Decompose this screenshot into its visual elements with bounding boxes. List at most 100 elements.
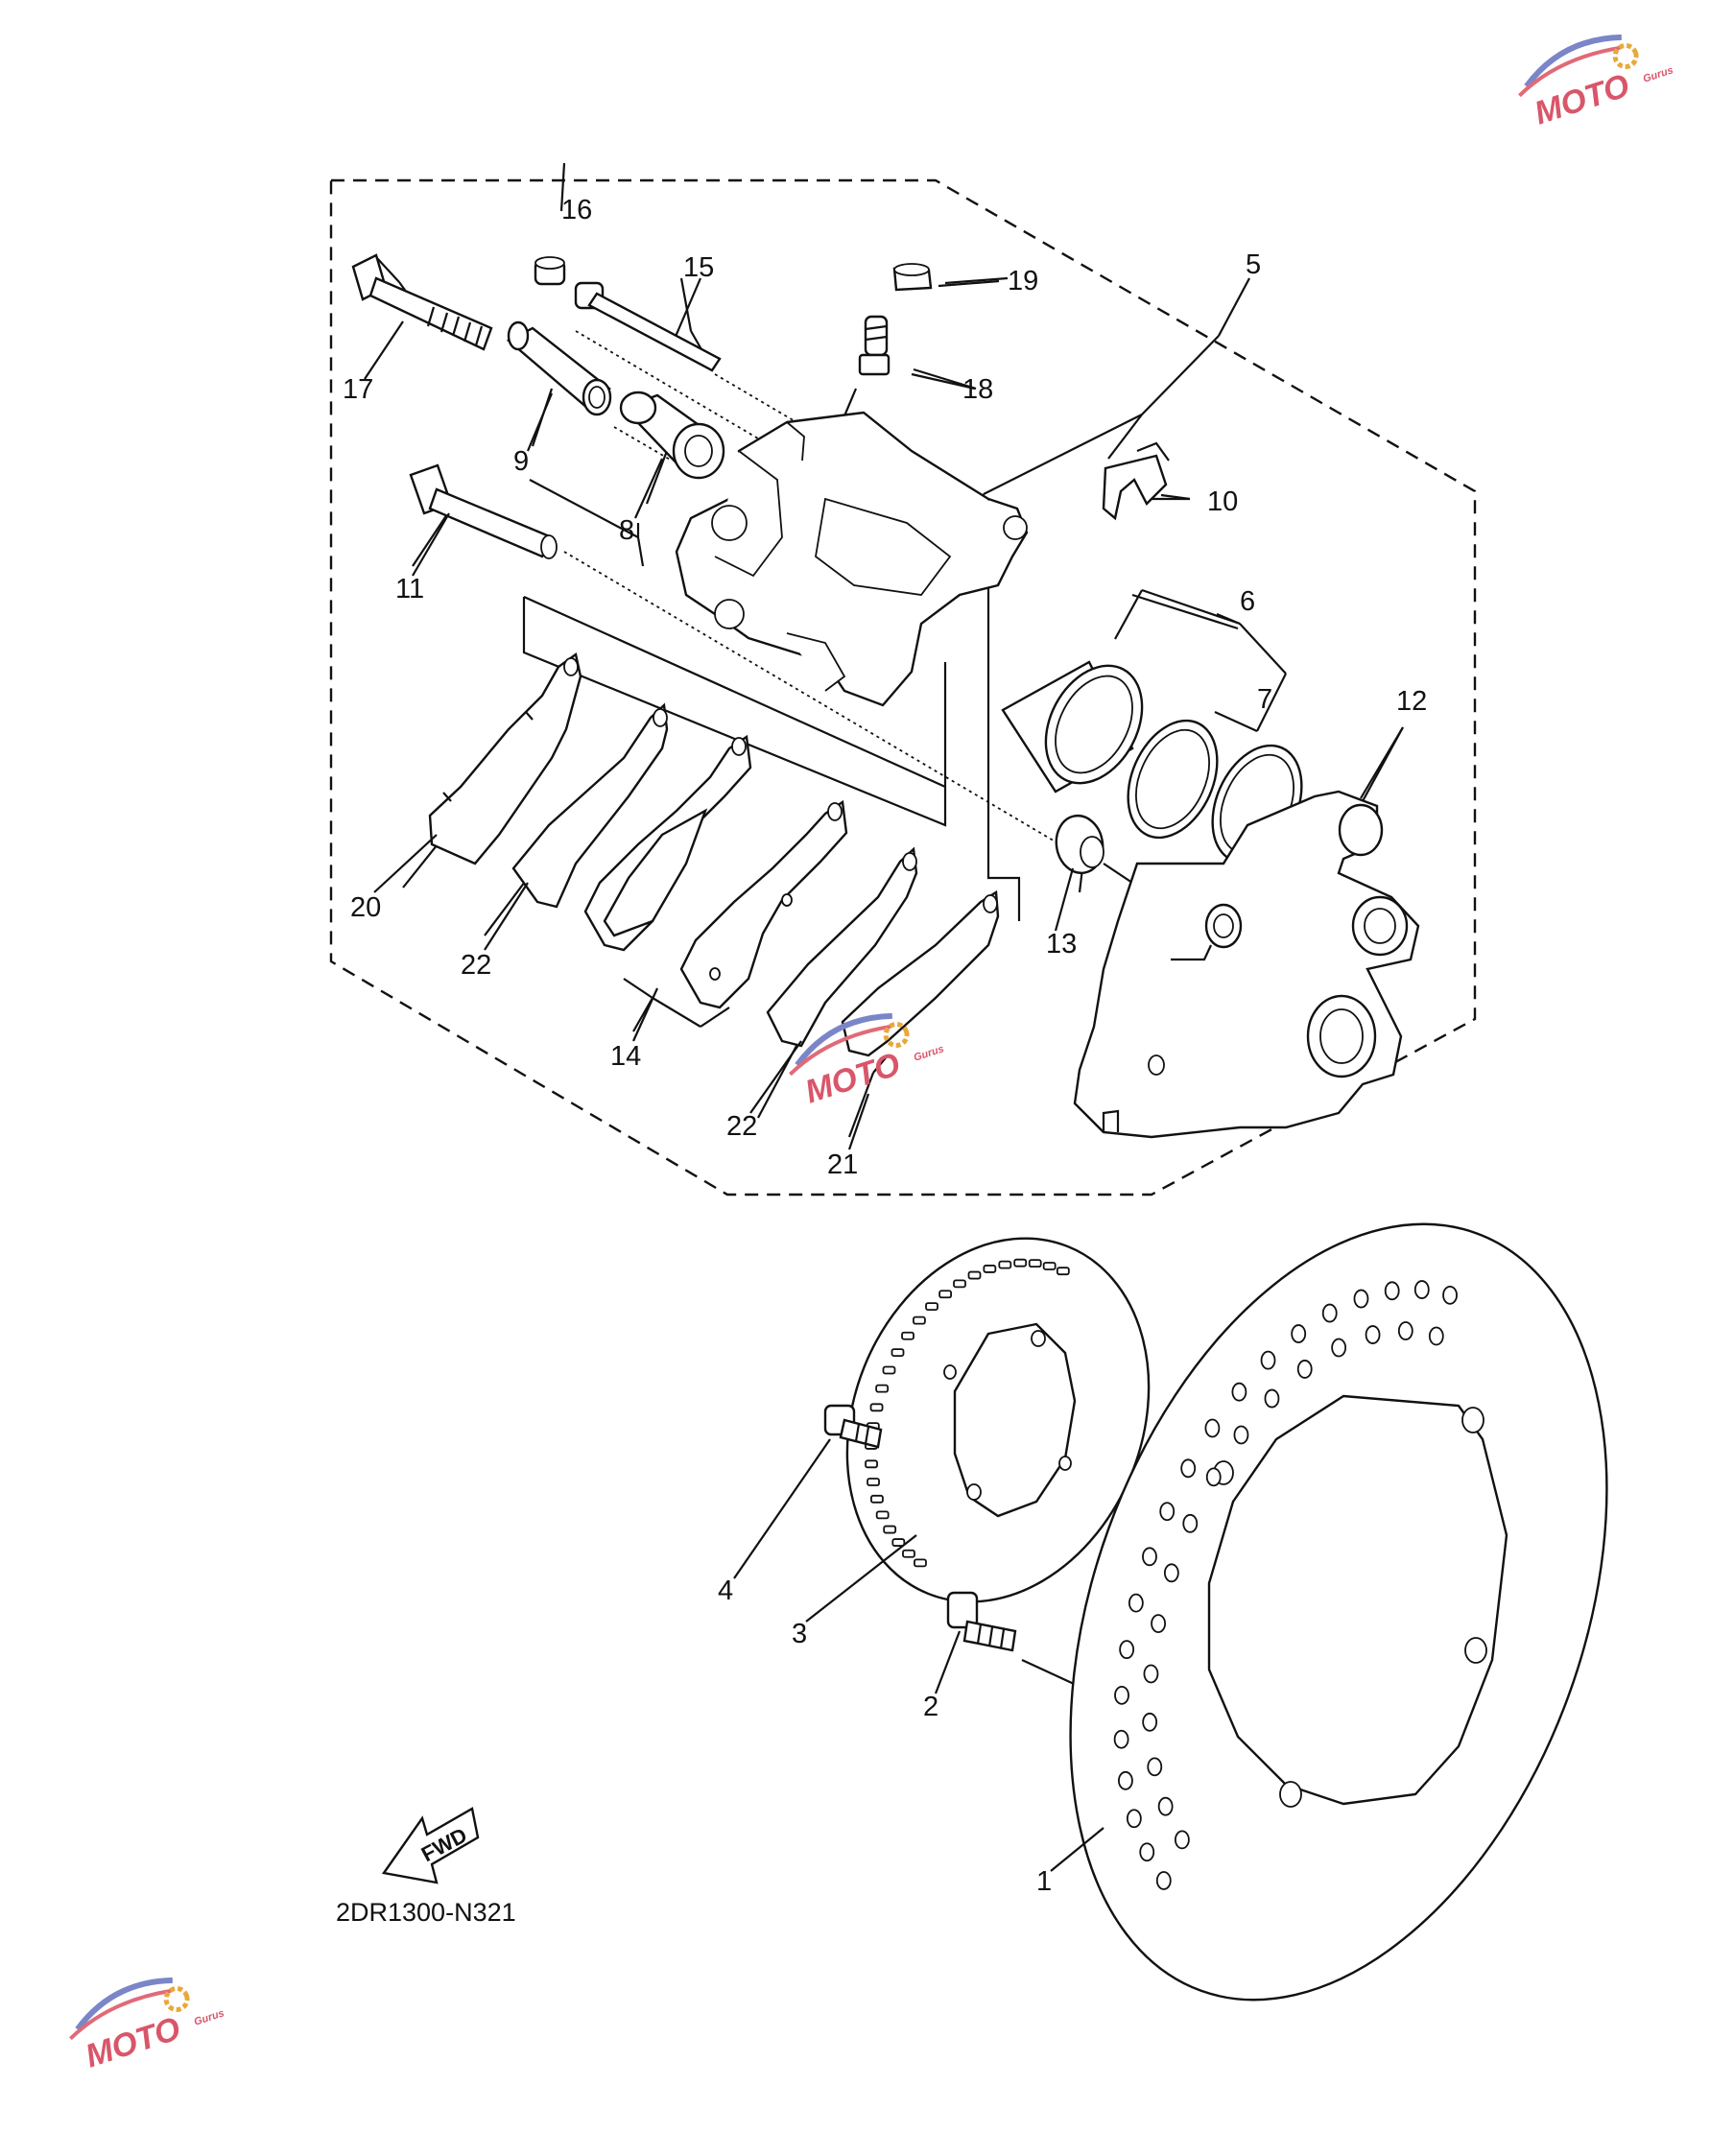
callout-14: 14 (610, 1041, 641, 1072)
part-3-sensor-rotor (845, 1237, 1151, 1603)
caliper-body (675, 411, 1029, 707)
sensor-slot (891, 1538, 906, 1547)
sensor-slot (1056, 1267, 1070, 1276)
sensor-slot (925, 1302, 938, 1311)
sensor-slot (914, 1558, 927, 1568)
callout-13: 13 (1046, 929, 1077, 960)
callout-labels: 16 15 19 5 17 18 9 10 8 11 6 7 12 20 13 … (343, 195, 1427, 1897)
part-15-pin (574, 281, 722, 372)
disc-drill-hole (1174, 1830, 1190, 1850)
disc-drill-hole (1119, 1640, 1135, 1660)
part-1-brake-disc (1069, 1222, 1608, 2002)
gear-icon (163, 1985, 190, 2012)
sensor-slot (967, 1270, 982, 1280)
sensor-slot (998, 1260, 1012, 1269)
disc-drill-hole (1397, 1321, 1413, 1340)
watermark-sub: Gurus (193, 2007, 226, 2027)
disc-drill-hole (1143, 1664, 1159, 1684)
car-swoosh-icon (75, 1977, 173, 2031)
gear-icon (1612, 42, 1639, 69)
part-11-slide-pin (409, 463, 558, 559)
part-10-clip (1102, 441, 1170, 521)
disc-drill-hole (1413, 1280, 1430, 1299)
sensor-slot (875, 1384, 890, 1393)
part-8-bushing (619, 391, 725, 480)
disc-drill-hole (1163, 1563, 1179, 1583)
disc-drill-hole (1264, 1388, 1280, 1409)
callout-16: 16 (561, 195, 592, 225)
disc-drill-hole (1155, 1871, 1172, 1890)
callout-19: 19 (1008, 266, 1038, 296)
car-swoosh-icon (1524, 34, 1622, 88)
callout-20: 20 (350, 892, 381, 923)
disc-drill-hole (1384, 1281, 1400, 1301)
disc-drill-hole (1353, 1289, 1369, 1309)
disc-drill-hole (1205, 1467, 1222, 1487)
callout-1: 1 (1036, 1866, 1052, 1897)
disc-drill-hole (1365, 1325, 1381, 1344)
disc-drill-hole (1159, 1502, 1176, 1522)
callout-12: 12 (1396, 686, 1427, 717)
part-20-shim (428, 652, 582, 865)
disc-drill-hole (1291, 1324, 1307, 1343)
disc-drill-hole (1114, 1685, 1129, 1705)
disc-drill-hole (1182, 1513, 1199, 1533)
part-2-screw (946, 1591, 1017, 1652)
sensor-slot (867, 1478, 880, 1486)
callout-22-left: 22 (461, 950, 491, 981)
sensor-slot (865, 1459, 878, 1469)
disc-drill-hole (1442, 1285, 1458, 1305)
gear-icon (883, 1021, 910, 1048)
disc-drill-hole (1147, 1757, 1163, 1777)
sensor-slot (883, 1525, 897, 1534)
disc-drill-hole (1204, 1418, 1221, 1438)
callout-leaders (364, 320, 1104, 1872)
callout-6: 6 (1240, 586, 1255, 617)
part-22-shim-right (766, 846, 918, 1048)
callout-7: 7 (1257, 684, 1272, 715)
disc-drill-hole (1180, 1458, 1197, 1479)
callout-11: 11 (395, 574, 424, 604)
disc-drill-hole (1296, 1360, 1313, 1379)
sensor-rotor-slots (865, 1258, 1070, 1568)
part-17-bolt (351, 253, 493, 351)
part-13-boot (1055, 814, 1104, 875)
sensor-slot (938, 1290, 953, 1299)
watermark-sub: Gurus (1642, 64, 1675, 84)
sensor-slot (902, 1549, 915, 1558)
part-12-bracket (1073, 790, 1420, 1139)
disc-drill-hole (1331, 1338, 1347, 1358)
part-19-cap (892, 263, 933, 292)
disc-drill-hole (1151, 1614, 1166, 1633)
sensor-slot (882, 1365, 896, 1375)
callout-8: 8 (619, 515, 634, 546)
part-6-piston (1001, 660, 1144, 794)
fwd-arrow-icon: FWD (381, 1807, 480, 1884)
diagram-code: 2DR1300-N321 (336, 1898, 516, 1927)
callout-3: 3 (792, 1619, 807, 1649)
part-4-screw (823, 1404, 883, 1449)
watermark-top-right: MOTO Gurus (1518, 34, 1675, 132)
part-16-cap (534, 256, 566, 286)
car-swoosh-icon (795, 1012, 892, 1067)
disc-drill-hole (1128, 1593, 1144, 1613)
disc-drill-hole (1139, 1842, 1155, 1862)
callout-21: 21 (827, 1149, 858, 1180)
sensor-slot (869, 1403, 884, 1412)
sensor-slot (1042, 1262, 1057, 1270)
disc-drill-hole (1260, 1350, 1276, 1370)
sensor-slot (1013, 1258, 1028, 1268)
sensor-slot (953, 1279, 966, 1289)
part-22-shim-left (511, 702, 669, 909)
sensor-slot (1028, 1259, 1042, 1268)
callout-9: 9 (513, 446, 529, 477)
sensor-slot (901, 1331, 914, 1340)
watermark-bottom-left: MOTO Gurus (69, 1977, 226, 2075)
part-18-bleeder-screw (858, 315, 891, 376)
disc-drill-hole (1126, 1809, 1142, 1829)
sensor-slot (870, 1494, 884, 1504)
disc-drill-hole (1428, 1326, 1444, 1346)
callout-2: 2 (923, 1692, 938, 1722)
